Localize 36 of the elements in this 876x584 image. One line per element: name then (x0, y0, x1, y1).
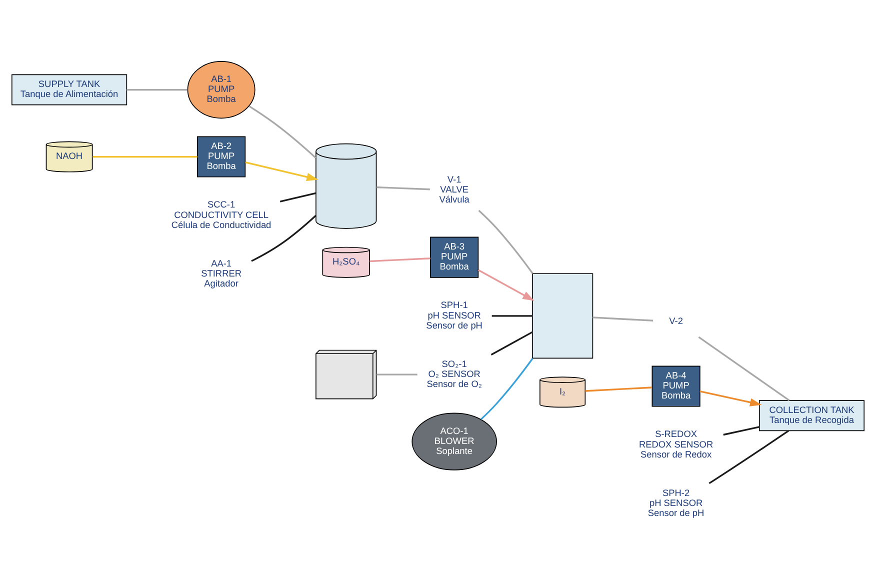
node-text: V-2 (669, 316, 683, 326)
node-box: AB-3 PUMP Bomba (430, 236, 479, 278)
arrow (245, 160, 318, 180)
connector (251, 214, 316, 262)
connector (126, 88, 188, 90)
node-text: S-REDOX REDOX SENSOR Sensor de Redox (638, 428, 714, 459)
node-text: SPH-2 pH SENSOR Sensor de pH (648, 487, 704, 518)
connector (585, 386, 652, 392)
connector (248, 105, 316, 158)
arrow (700, 390, 762, 406)
node-text: SO₂-1 O₂ SENSOR Sensor de O₂ (426, 358, 482, 388)
node-ellipse: AB-1 PUMP Bomba (187, 60, 256, 118)
connector (723, 426, 760, 436)
node-text: SCC-1 CONDUCTIVITY CELL Célula de Conductividad (171, 199, 272, 230)
connector (592, 316, 654, 321)
node-text: V-1 VALVE Válvula (439, 174, 470, 204)
connector (492, 314, 532, 316)
connector (480, 357, 534, 420)
connector (490, 330, 533, 355)
node-text: SPH-1 pH SENSOR Sensor de pH (426, 300, 482, 330)
connector (478, 209, 534, 274)
node-box: AB-2 PUMP Bomba (197, 136, 246, 177)
connector (280, 192, 316, 202)
connector (376, 373, 418, 375)
connector (92, 155, 198, 158)
node-box (532, 272, 594, 358)
connector (708, 430, 790, 484)
node-ellipse: ACO-1 BLOWER Soplante (412, 412, 497, 470)
node-text: AA-1 STIRRER Agitador (201, 258, 242, 288)
node-box: COLLECTION TANK Tanque de Recogida (758, 400, 864, 431)
connector (376, 186, 430, 190)
node-box: AB-4 PUMP Bomba (652, 365, 700, 406)
connector (698, 336, 790, 401)
connector (370, 257, 430, 262)
node-box: SUPPLY TANK Tanque de Alimentación (12, 74, 128, 105)
arrow (478, 268, 534, 300)
